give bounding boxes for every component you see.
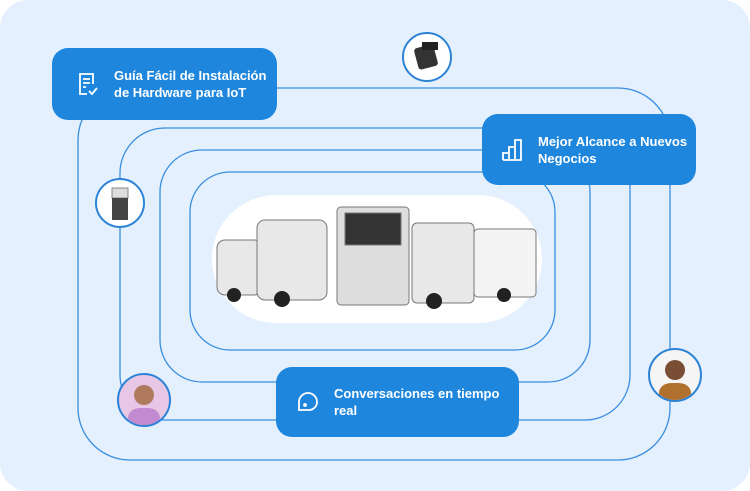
checklist-icon — [79, 73, 98, 96]
bar-chart-icon — [502, 138, 522, 161]
truck-icons — [216, 206, 537, 306]
feature-label: Guía Fácil de Instalación de Hardware pa… — [114, 68, 267, 100]
person-icon — [659, 360, 691, 400]
avatar-person-2 — [648, 348, 702, 402]
camera-icon — [414, 42, 438, 70]
dashcam-device — [402, 32, 452, 82]
feature-hardware-guide: Guía Fácil de Instalación de Hardware pa… — [52, 48, 277, 120]
person-icon — [128, 385, 160, 425]
chat-bubble-icon — [298, 392, 318, 411]
truck-fleet-image — [212, 195, 542, 323]
device-icon — [111, 187, 129, 220]
feature-business-reach: Mejor Alcance a Nuevos Negocios — [482, 114, 696, 185]
tracker-device — [95, 178, 145, 228]
feature-label: Mejor Alcance a Nuevos Negocios — [538, 133, 688, 166]
feature-realtime-chat: Conversaciones en tiempo real — [276, 367, 519, 437]
feature-label: Conversaciones en tiempo real — [334, 386, 500, 418]
avatar-person-1 — [117, 373, 171, 427]
